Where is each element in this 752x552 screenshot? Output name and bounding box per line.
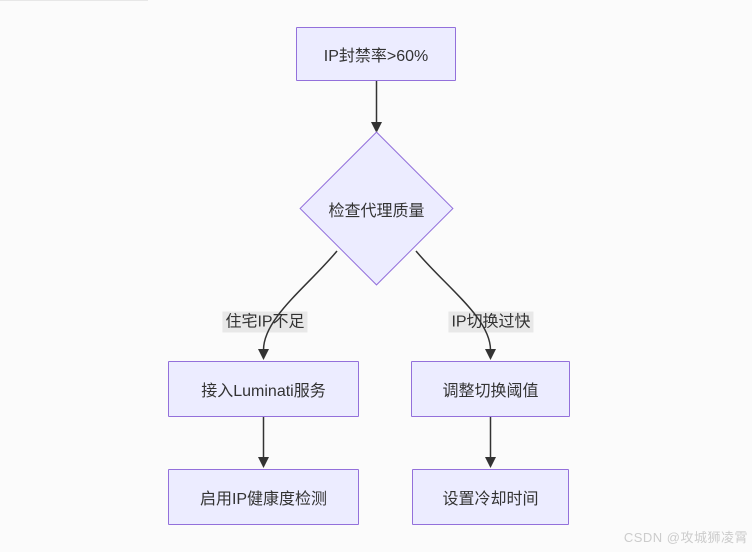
node-adjust-switch-threshold: 调整切换阈值 <box>411 361 570 417</box>
arrowhead-right1-to-right2 <box>485 457 496 468</box>
csdn-watermark: CSDN @攻城狮凌霄 <box>623 530 748 545</box>
node-check-proxy-quality: 检查代理质量 <box>299 131 454 286</box>
screenshot-artifact-line <box>0 0 148 1</box>
decision-diamond-label: 检查代理质量 <box>328 202 425 220</box>
node-ip-ban-rate: IP封禁率>60% <box>296 27 456 81</box>
edge-label-residential-ip-insufficient: 住宅IP不足 <box>222 311 308 333</box>
edge-decision-to-right1 <box>415 250 492 351</box>
arrowhead-decision-to-left1 <box>258 349 269 360</box>
edge-decision-to-left1 <box>262 250 338 351</box>
arrowhead-decision-to-right1 <box>485 349 496 360</box>
edge-label-ip-switching-too-fast: IP切换过快 <box>448 311 534 333</box>
node-enable-ip-health-check: 启用IP健康度检测 <box>168 469 359 525</box>
node-connect-luminati-service: 接入Luminati服务 <box>168 361 359 417</box>
arrowhead-left1-to-left2 <box>258 457 269 468</box>
node-set-cooldown-time: 设置冷却时间 <box>412 469 569 525</box>
